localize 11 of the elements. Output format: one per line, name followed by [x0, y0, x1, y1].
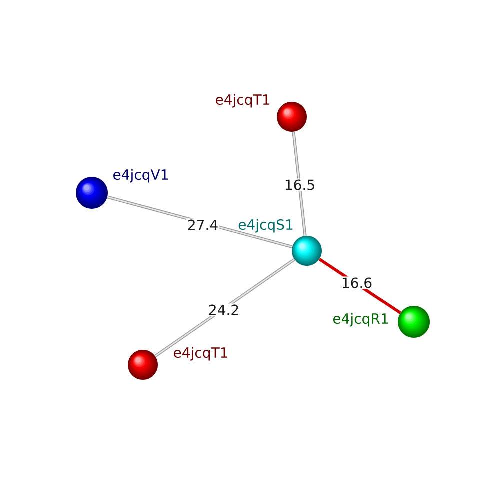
connector: [292, 132, 307, 236]
connector: [154, 258, 296, 358]
node-label: e4jcqR1: [333, 313, 388, 327]
node-label: e4jcqT1: [216, 94, 270, 108]
edge-label: 16.6: [340, 276, 374, 290]
node-label: e4jcqT1: [174, 347, 228, 361]
edge-label: 24.2: [207, 304, 241, 316]
edge-label: 27.4: [186, 218, 220, 232]
edge-label: 16.5: [283, 178, 317, 192]
node-label: e4jcqS1: [238, 219, 293, 233]
node-label: e4jcqV1: [114, 169, 168, 183]
